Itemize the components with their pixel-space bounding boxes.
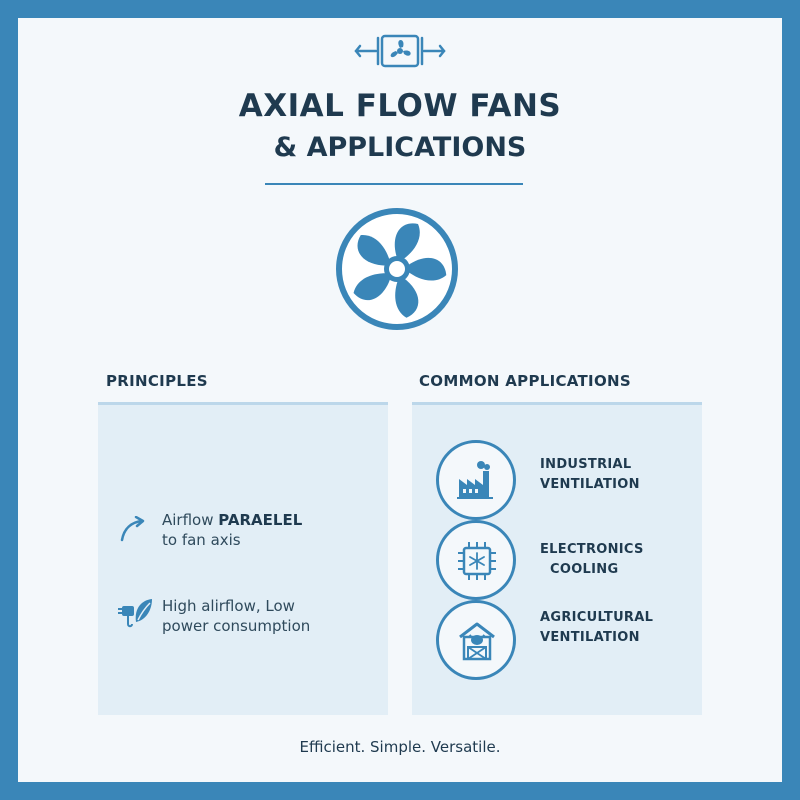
principle-airflow: Airflow PARAELEL to fan axis xyxy=(162,510,302,550)
barn-cow-icon xyxy=(459,622,495,661)
principle-efficiency-line1: High alirflow, Low xyxy=(162,597,295,615)
principle-airflow-prefix: Airflow xyxy=(162,511,219,529)
title-line-1: AXIAL FLOW FANS xyxy=(238,88,562,124)
app-electronics-line2: COOLING xyxy=(550,562,619,577)
app-agricultural-label: AGRICULTURAL VENTILATION xyxy=(540,608,653,648)
principles-panel xyxy=(98,402,388,715)
principle-airflow-line2: to fan axis xyxy=(162,531,241,549)
app-agricultural-line2: VENTILATION xyxy=(540,630,640,645)
principle-airflow-emphasis: PARAELEL xyxy=(218,511,303,529)
applications-heading: COMMON APPLICATIONS xyxy=(419,372,631,390)
title-divider xyxy=(265,183,523,185)
title-line-2: & APPLICATIONS xyxy=(273,132,527,163)
principle-efficiency-line2: power consumption xyxy=(162,617,311,635)
factory-icon xyxy=(457,461,493,499)
chip-snowflake-icon xyxy=(458,542,496,580)
app-electronics-label: ELECTRONICS COOLING xyxy=(540,540,644,580)
app-agricultural-line1: AGRICULTURAL xyxy=(540,610,654,625)
curved-arrow-icon xyxy=(120,516,145,542)
agricultural-icon-circle xyxy=(436,600,516,680)
fan-icon xyxy=(336,208,458,330)
plug-leaf-icon xyxy=(118,599,152,628)
principles-heading: PRINCIPLES xyxy=(106,372,208,390)
app-industrial-line2: VENTILATION xyxy=(540,477,640,492)
app-industrial-label: INDUSTRIAL VENTILATION xyxy=(540,455,640,495)
footer-tagline: Efficient. Simple. Versatile. xyxy=(299,738,501,756)
app-industrial-line1: INDUSTRIAL xyxy=(540,457,632,472)
principle-efficiency: High alirflow, Low power consumption xyxy=(162,596,310,636)
industrial-icon-circle xyxy=(436,440,516,520)
electronics-icon-circle xyxy=(436,520,516,600)
app-electronics-line1: ELECTRONICS xyxy=(540,542,644,557)
fan-airflow-icon xyxy=(354,34,446,68)
